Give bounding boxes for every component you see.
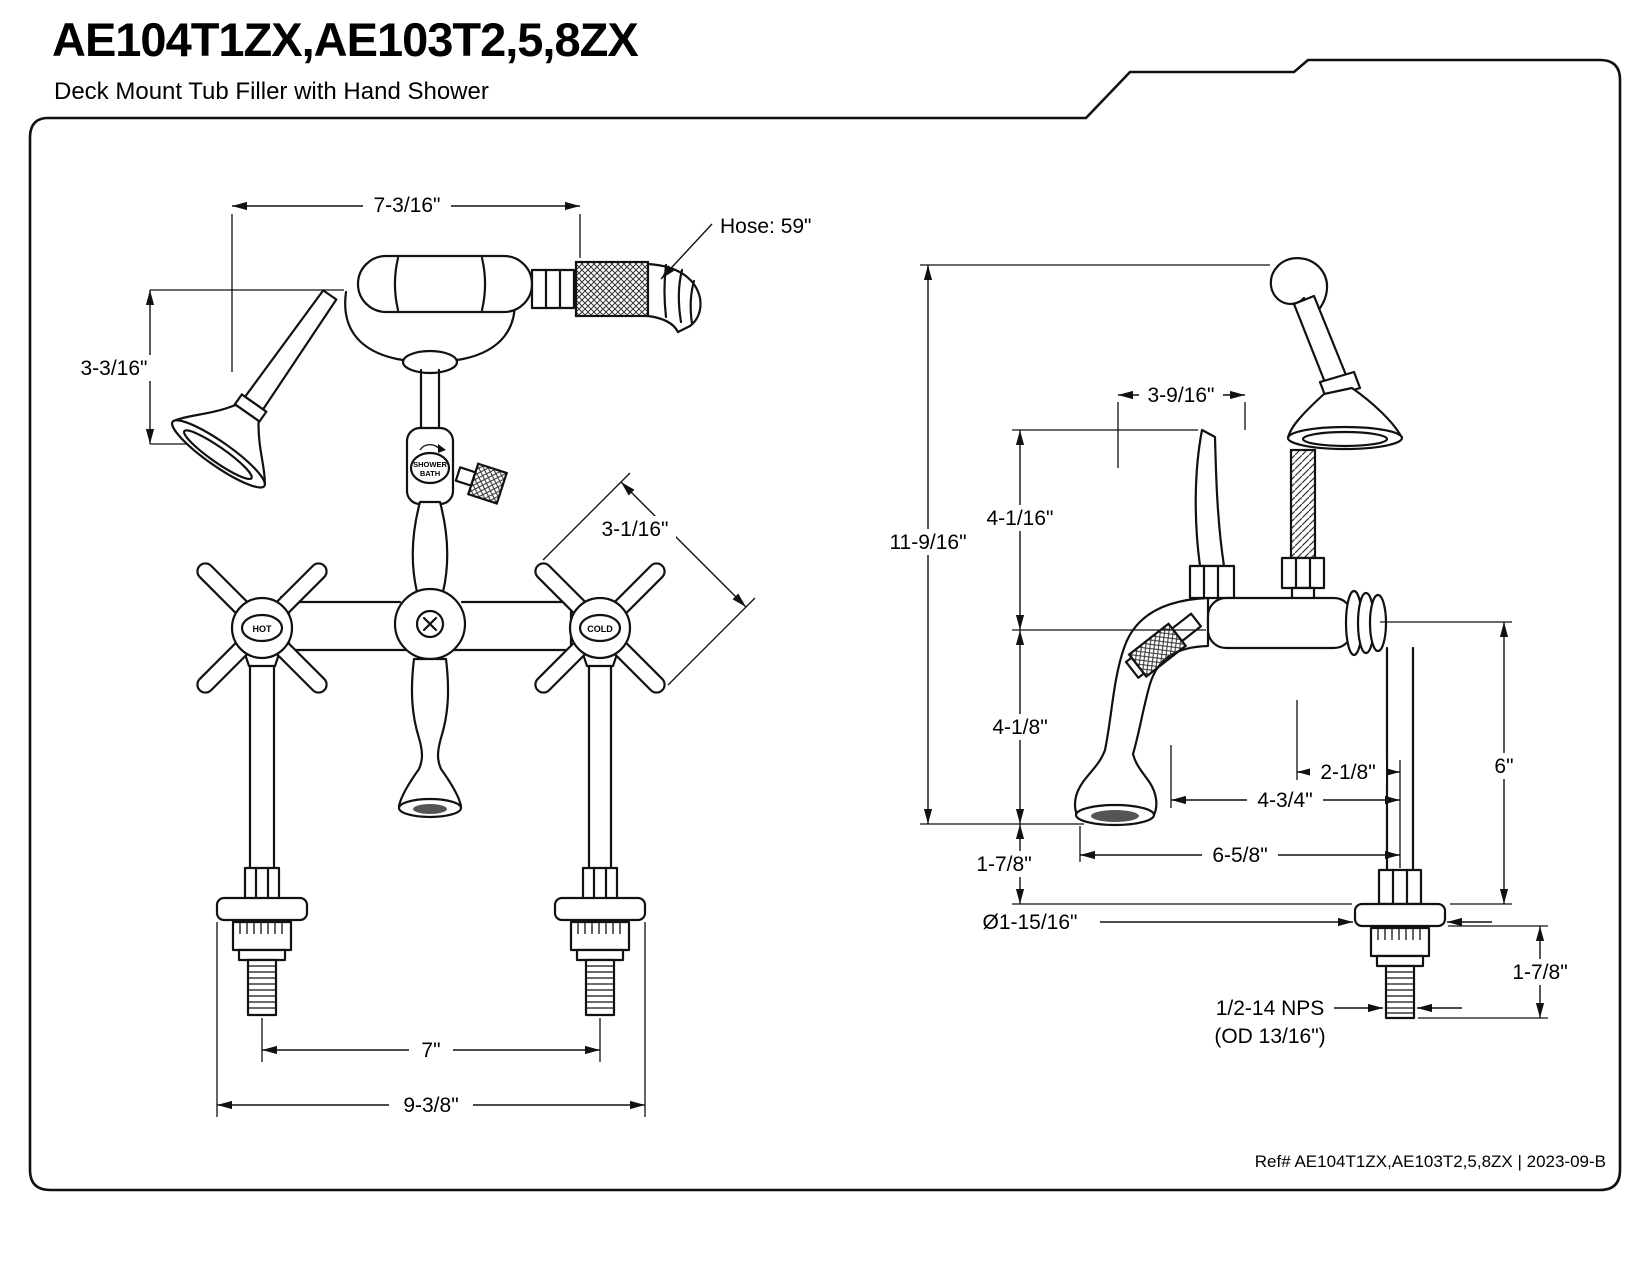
svg-text:3-3/16": 3-3/16" [81, 357, 148, 380]
svg-text:Ø1-15/16": Ø1-15/16" [982, 911, 1077, 934]
dim-side-upper-height: 4-1/16" [978, 429, 1206, 631]
dim-side-spout-inner: 2-1/8" [1296, 700, 1401, 868]
hose-coil [1289, 448, 1317, 560]
dim-side-spout-mid: 4-3/4" [1170, 745, 1400, 813]
dim-side-lower-height: 4-1/8" [982, 630, 1058, 824]
svg-text:7-3/16": 7-3/16" [374, 194, 441, 217]
hot-handle: HOT [196, 562, 328, 694]
hot-label: HOT [253, 624, 273, 634]
svg-text:1/2-14 NPS: 1/2-14 NPS [1216, 997, 1325, 1020]
handshower-front [171, 289, 338, 489]
dim-side-shank-length: 1-7/8" [1418, 925, 1578, 1019]
faucet-body-side [1206, 596, 1354, 650]
side-view-drawing [1073, 257, 1447, 1020]
front-view-drawing: SHOWER BATH [171, 254, 702, 1017]
svg-text:3-1/16": 3-1/16" [602, 518, 669, 541]
svg-text:6": 6" [1494, 755, 1513, 778]
handshower-body [356, 254, 534, 314]
tub-spout-front [397, 657, 463, 808]
svg-text:3-9/16": 3-9/16" [1148, 384, 1215, 407]
dim-side-spout-to-deck: 1-7/8" [966, 824, 1352, 905]
thread-spec-callout: 1/2-14 NPS (OD 13/16") [1206, 995, 1462, 1048]
dim-front-handle-width: 3-1/16" [542, 472, 756, 686]
diverter-knob [454, 462, 509, 505]
hose-callout: Hose: 59" [660, 215, 812, 280]
dim-side-flange-diameter: Ø1-15/16" [960, 909, 1492, 935]
hose-coupling-knurl [574, 260, 650, 318]
svg-text:6-5/8": 6-5/8" [1212, 844, 1267, 867]
diverter-knob-side [1124, 612, 1203, 679]
svg-text:9-3/8": 9-3/8" [403, 1094, 458, 1117]
svg-text:1-7/8": 1-7/8" [1512, 961, 1567, 984]
dim-side-spout-reach: 6-5/8" [1079, 826, 1400, 868]
dim-front-head-height: 3-3/16" [70, 289, 344, 445]
svg-text:11-9/16": 11-9/16" [889, 531, 966, 554]
dim-front-center-spacing: 7" [261, 1018, 601, 1063]
page-title: AE104T1ZX,AE103T2,5,8ZX [52, 13, 639, 66]
svg-text:1-7/8": 1-7/8" [976, 853, 1031, 876]
dim-front-overall-width: 9-3/8" [216, 922, 646, 1118]
svg-text:4-3/4": 4-3/4" [1257, 789, 1312, 812]
svg-text:4-1/16": 4-1/16" [987, 507, 1054, 530]
svg-text:Hose: 59": Hose: 59" [720, 215, 812, 238]
diverter-label-bath: BATH [420, 469, 440, 478]
svg-text:4-1/8": 4-1/8" [992, 716, 1047, 739]
page-subtitle: Deck Mount Tub Filler with Hand Shower [54, 78, 489, 105]
dim-side-total-height: 11-9/16" [882, 264, 1270, 825]
dim-side-body-height: 6" [1380, 621, 1526, 905]
sheet-border [28, 58, 1622, 1192]
cold-label: COLD [587, 624, 613, 634]
footer-reference: Ref# AE104T1ZX,AE103T2,5,8ZX | 2023-09-B [1254, 1152, 1606, 1171]
dim-front-top-width: 7-3/16" [231, 193, 581, 372]
diverter-label-shower: SHOWER [413, 460, 447, 469]
cradle-collar [401, 349, 459, 375]
svg-text:7": 7" [421, 1039, 440, 1062]
dim-side-hook-offset: 3-9/16" [1117, 382, 1246, 468]
handshower-side [1269, 257, 1404, 451]
svg-text:(OD 13/16"): (OD 13/16") [1214, 1025, 1325, 1048]
svg-text:2-1/8": 2-1/8" [1320, 761, 1375, 784]
